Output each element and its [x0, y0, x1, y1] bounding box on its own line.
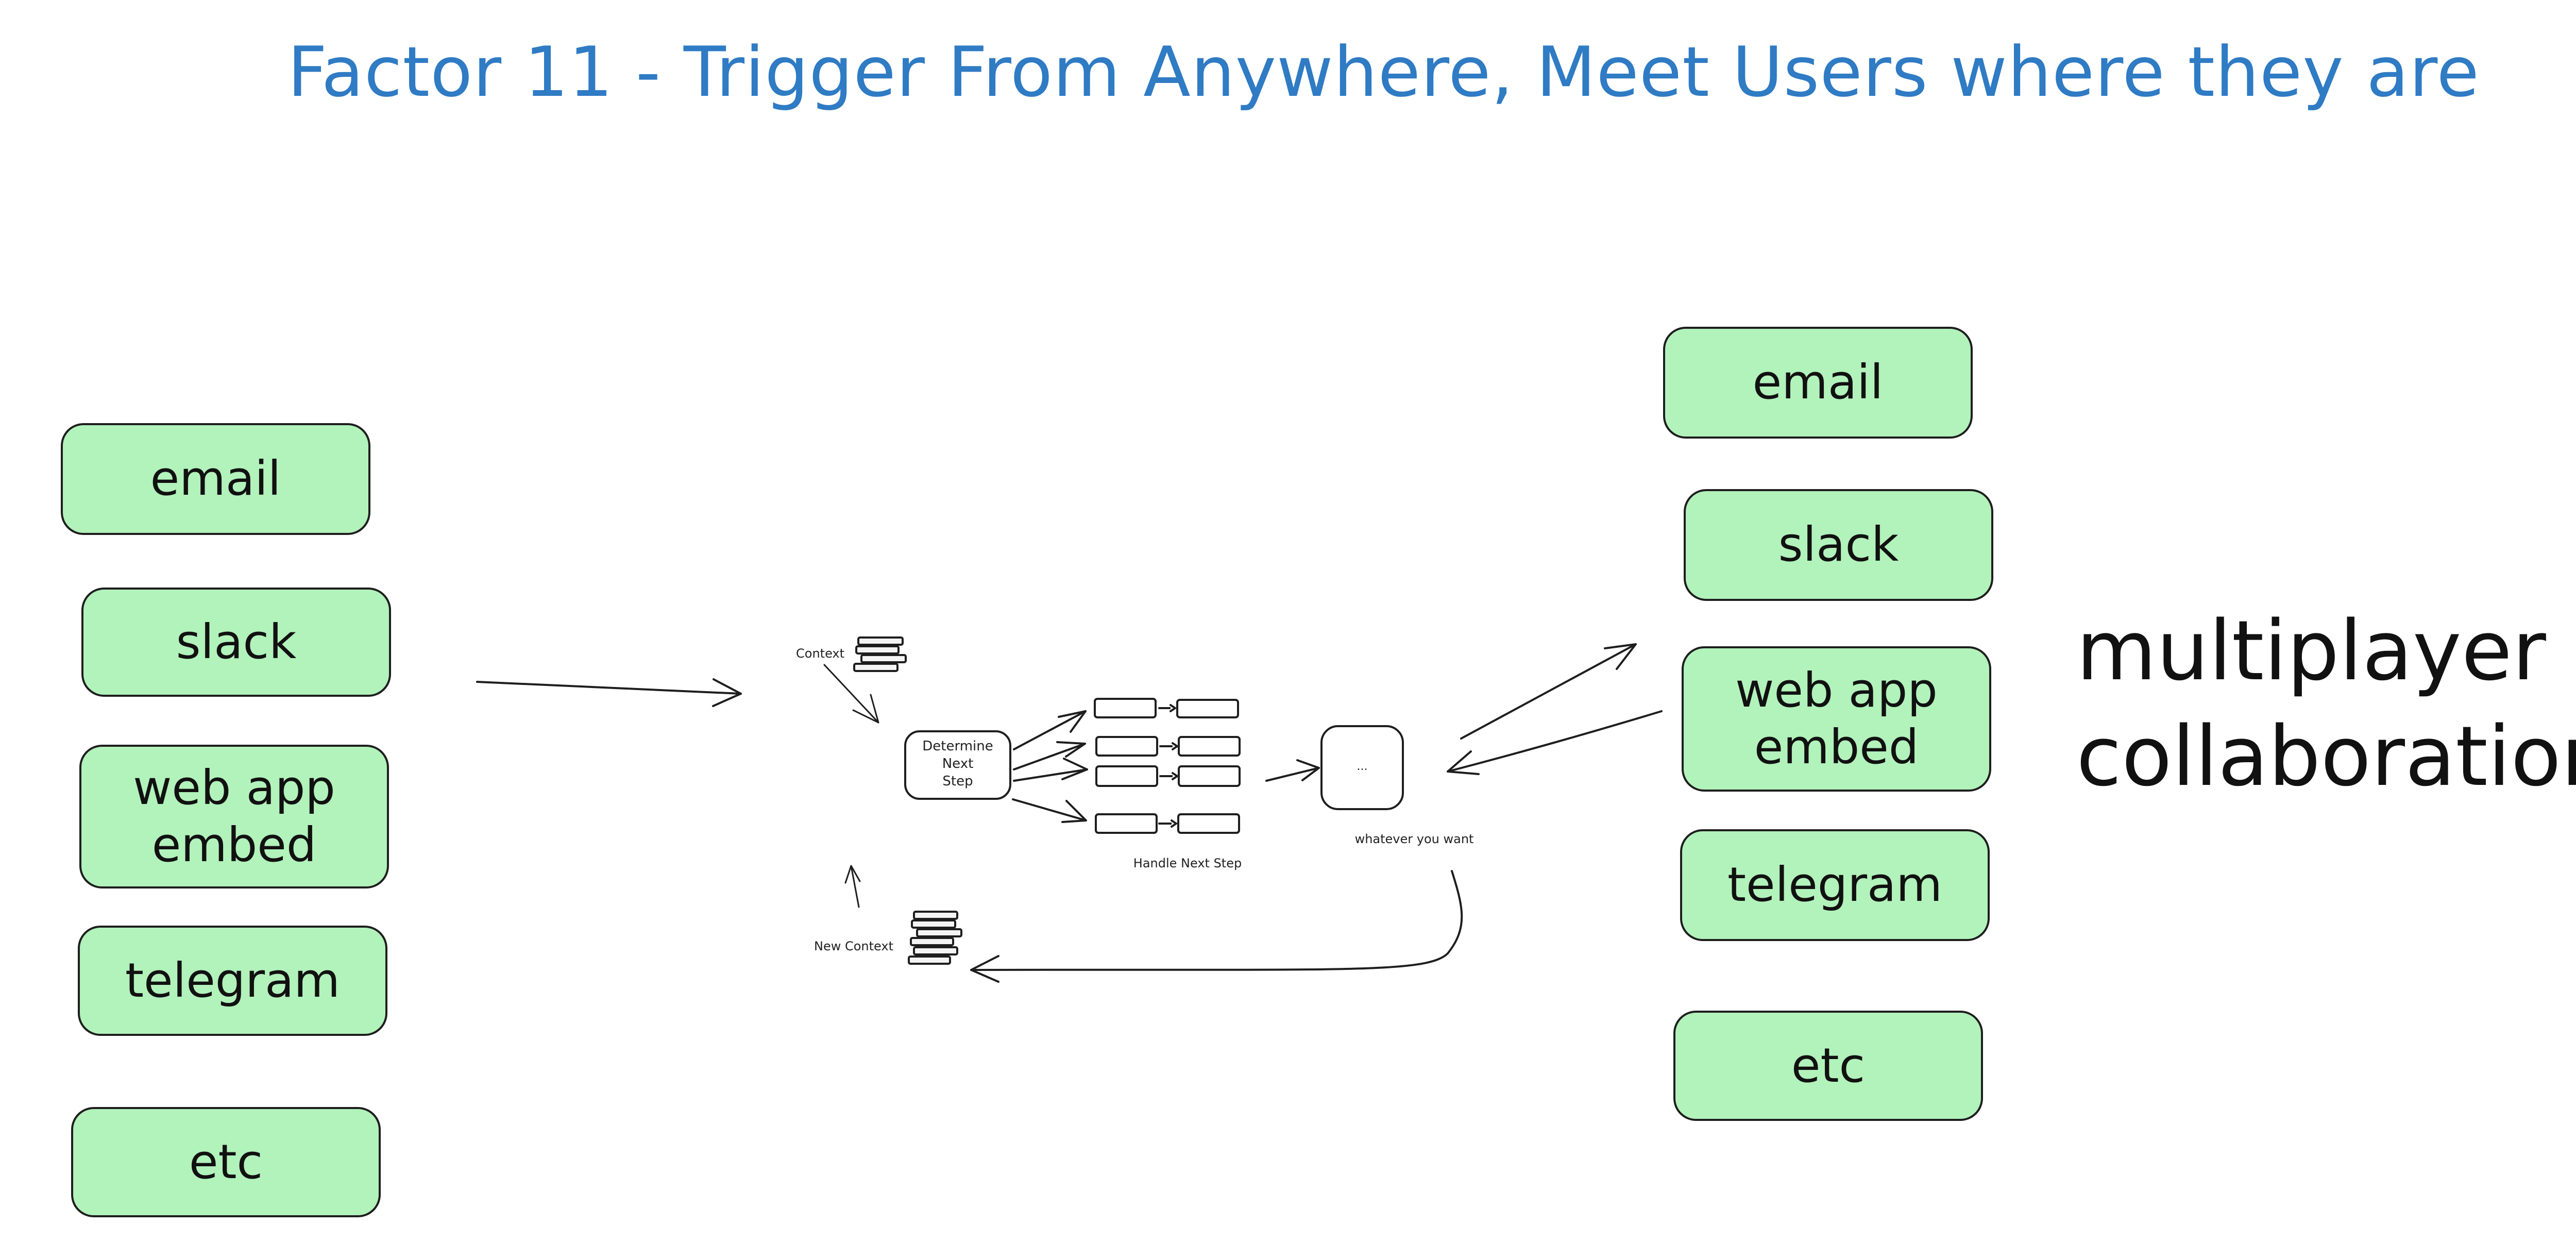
handle-step-pairs [1094, 698, 1241, 834]
input-channel-telegram: telegram [78, 926, 387, 1036]
result-box: ... [1320, 725, 1404, 810]
result-box-label: ... [1357, 760, 1368, 773]
determine-label-line: Step [942, 774, 973, 789]
channel-label: telegram [125, 952, 341, 1008]
output-channel-telegram: telegram [1680, 829, 1990, 941]
input-channel-slack: slack [81, 588, 391, 697]
new-context-up-arrow [844, 865, 861, 908]
input-channel-web-app-embed: web app embed [79, 745, 389, 888]
channel-label: etc [1791, 1037, 1866, 1093]
channel-label: web app embed [133, 760, 335, 873]
new-context-stack-icon [908, 911, 962, 965]
output-channel-email: email [1663, 327, 1973, 439]
input-channel-etc: etc [71, 1107, 381, 1217]
determine-label-line: Next [942, 756, 974, 772]
whatever-you-want-label: whatever you want [1355, 832, 1474, 846]
multiplayer-collaboration-note: multiplayer collaboration [2076, 598, 2576, 809]
determine-label-line: Determine [922, 739, 993, 754]
channel-label: slack [1778, 517, 1899, 573]
fan-out-arrows [1012, 710, 1088, 823]
handle-next-step-label: Handle Next Step [1133, 856, 1242, 870]
context-label: Context [796, 646, 844, 661]
channel-label: email [1752, 355, 1884, 410]
output-channel-web-app-embed: web app embed [1682, 646, 1991, 792]
output-channel-etc: etc [1673, 1011, 1983, 1121]
input-arrow [476, 678, 742, 707]
determine-next-step-box: Determine Next Step [904, 730, 1011, 800]
context-arrow [823, 664, 879, 724]
input-channel-email: email [61, 423, 370, 535]
channel-label: telegram [1727, 857, 1943, 913]
output-channel-slack: slack [1684, 489, 1993, 601]
note-line: multiplayer [2076, 602, 2546, 699]
note-line: collaboration [2076, 708, 2576, 804]
channel-label: slack [176, 614, 297, 669]
return-arrow [1447, 710, 1663, 775]
output-arrow [1460, 643, 1637, 740]
channel-label: web app embed [1735, 662, 1938, 775]
loop-back-arrow [970, 870, 1463, 983]
context-stack-icon [853, 636, 907, 672]
new-context-label: New Context [814, 939, 893, 953]
channel-label: email [150, 451, 281, 507]
channel-label: etc [189, 1134, 263, 1189]
to-result-arrow [1265, 759, 1320, 782]
page-title: Factor 11 - Trigger From Anywhere, Meet … [287, 32, 2480, 112]
